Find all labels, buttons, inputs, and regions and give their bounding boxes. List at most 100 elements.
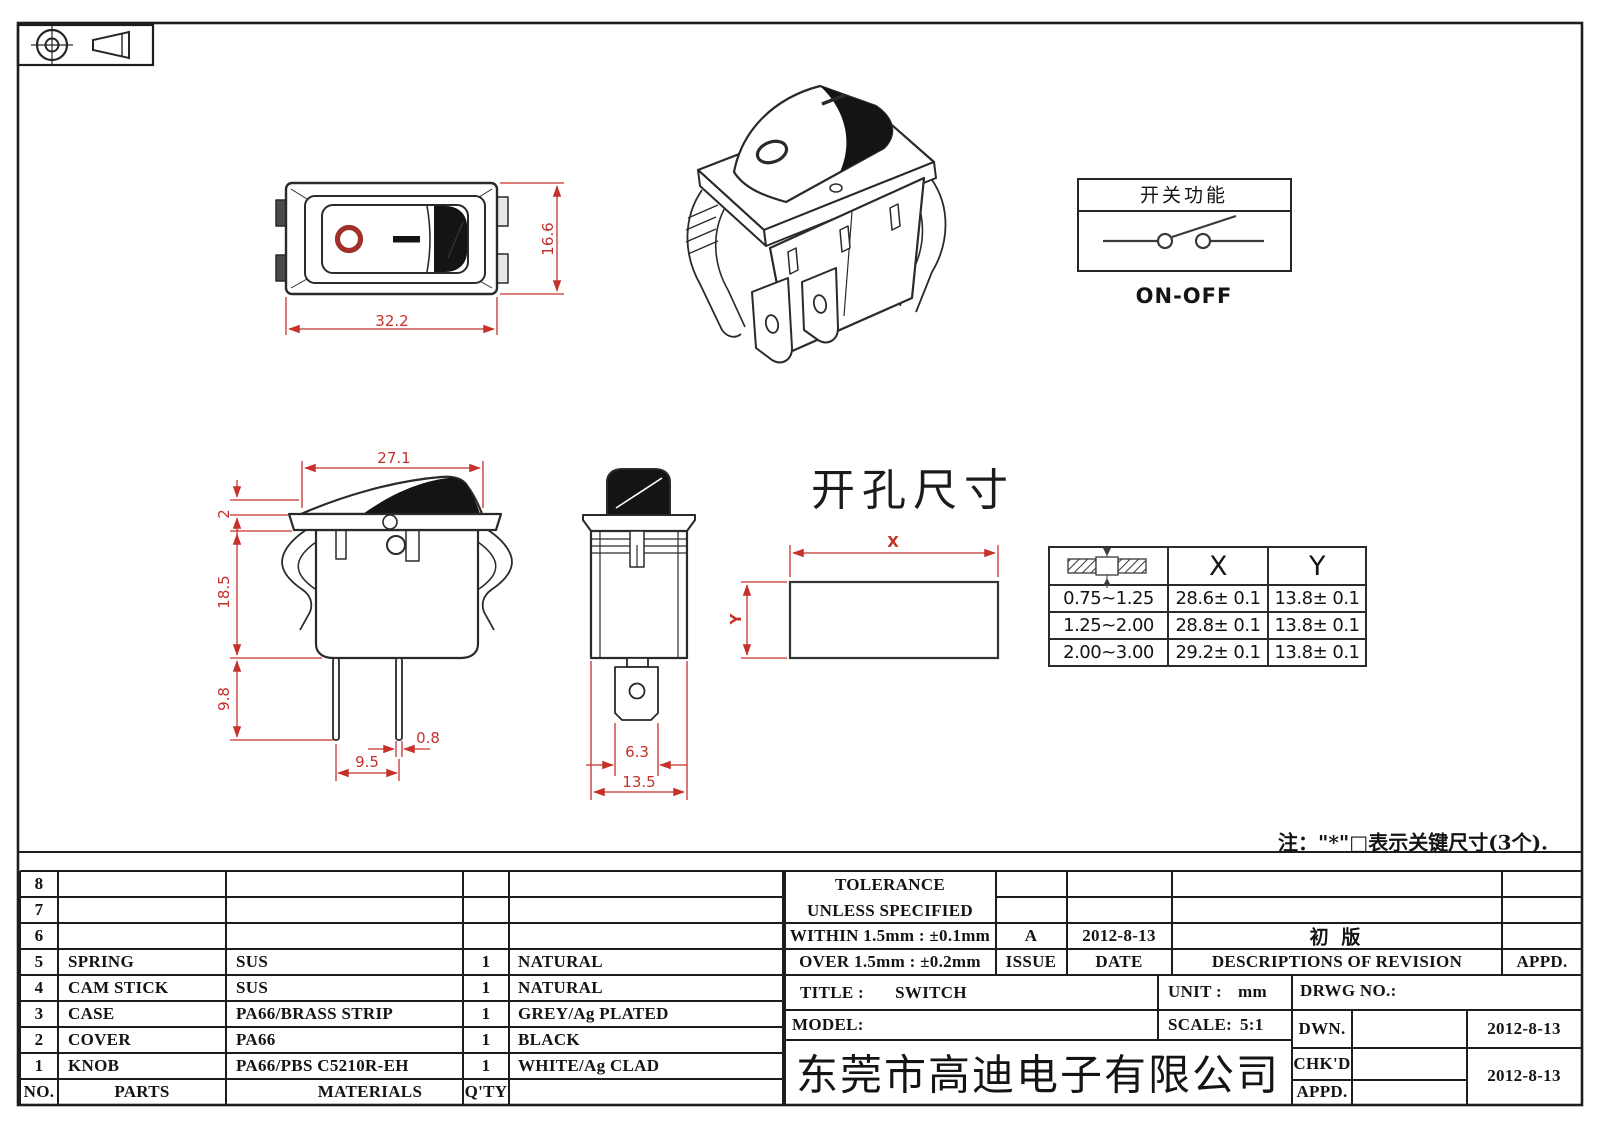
revision-header: DESCRIPTIONS OF REVISION [1211, 952, 1463, 971]
part-no: 4 [34, 978, 44, 997]
dim-label-top-width: 27.1 [377, 449, 411, 467]
title-label: TITLE : [800, 983, 864, 1002]
company-name: 东莞市高迪电子有限公司 [795, 1050, 1281, 1100]
part-no: 7 [34, 900, 44, 919]
part-material: PA66/BRASS STRIP [236, 1004, 394, 1023]
unit-value: mm [1238, 982, 1267, 1001]
part-no: 2 [34, 1030, 44, 1049]
rocker-black-half [434, 206, 467, 272]
part-material: SUS [236, 978, 269, 997]
part-finish: NATURAL [518, 978, 603, 997]
part-finish: NATURAL [518, 952, 603, 971]
y-value: 13.8± 0.1 [1267, 584, 1367, 613]
terminal [751, 277, 793, 364]
tolerance-over: OVER 1.5mm : ±0.2mm [799, 952, 981, 971]
part-material: PA66 [236, 1030, 276, 1049]
part-no: 8 [34, 874, 44, 893]
tolerance-title: TOLERANCE [834, 875, 946, 894]
dim-label-width: 32.2 [375, 312, 409, 330]
dim-label-depth: 18.5 [215, 575, 233, 609]
issue-label: ISSUE [1005, 952, 1057, 971]
on-symbol-dash [393, 236, 420, 243]
issue-value: A [1024, 926, 1038, 945]
part-qty: 1 [481, 978, 491, 997]
tolerance-within: WITHIN 1.5mm : ±0.1mm [789, 926, 991, 945]
part-name: KNOB [68, 1056, 120, 1075]
part-no: 6 [34, 926, 44, 945]
x-value: 29.2± 0.1 [1167, 638, 1269, 667]
pin-terminal [332, 657, 340, 741]
part-qty: 1 [481, 1004, 491, 1023]
front-view-dimensions [285, 182, 564, 335]
dim-label-height: 16.6 [539, 222, 557, 256]
part-material: SUS [236, 952, 269, 971]
thickness-range: 1.25~2.00 [1048, 611, 1169, 640]
perspective-view [685, 84, 947, 364]
rocker-end [606, 468, 671, 516]
end-view [582, 468, 696, 721]
dwn-label: DWN. [1298, 1019, 1346, 1038]
revision-value: 初 版 [1309, 927, 1365, 949]
table-row: X Y [1048, 546, 1367, 586]
dim-label-pin-length: 9.8 [215, 687, 233, 711]
title-value: SWITCH [895, 983, 967, 1002]
cutout-dimension-table: X Y 0.75~1.25 28.6± 0.1 13.8± 0.1 1.25~2… [1048, 546, 1367, 667]
table-row: 2.00~3.00 29.2± 0.1 13.8± 0.1 [1048, 638, 1367, 667]
front-view [275, 181, 509, 296]
model-label: MODEL: [792, 1015, 864, 1034]
part-name: SPRING [68, 952, 135, 971]
y-value: 13.8± 0.1 [1267, 638, 1367, 667]
y-value: 13.8± 0.1 [1267, 611, 1367, 640]
part-finish: WHITE/Ag CLAD [518, 1056, 660, 1075]
cutout-x-label: X [887, 533, 899, 551]
date-value: 2012-8-13 [1082, 926, 1156, 945]
terminal [801, 267, 839, 344]
table-row: 1.25~2.00 28.8± 0.1 13.8± 0.1 [1048, 611, 1367, 640]
thickness-range: 0.75~1.25 [1048, 584, 1169, 613]
thickness-range: 2.00~3.00 [1048, 638, 1169, 667]
tolerance-subtitle: UNLESS SPECIFIED [807, 901, 973, 920]
column-header-y: Y [1267, 546, 1367, 586]
rocker-profile [299, 475, 484, 516]
part-qty: 1 [481, 1030, 491, 1049]
part-no: 1 [34, 1056, 44, 1075]
appd-column-header: APPD. [1516, 952, 1568, 971]
part-no: 3 [34, 1004, 44, 1023]
side-view [281, 475, 513, 741]
cutout-diagram [741, 545, 1000, 660]
part-finish: GREY/Ag PLATED [518, 1004, 669, 1023]
header-materials: MATERIALS [317, 1082, 423, 1101]
unit-label: UNIT : [1168, 982, 1222, 1001]
scale-label: SCALE: [1168, 1015, 1233, 1034]
chkd-label: CHK'D [1293, 1054, 1351, 1073]
side-view-dimensions [230, 461, 484, 781]
off-symbol-ring [334, 224, 364, 254]
key-dimension-note: 注："*"□表示关键尺寸(3个). [1278, 830, 1548, 855]
dim-label-pin-width: 0.8 [416, 729, 440, 747]
part-qty: 1 [481, 952, 491, 971]
projection-symbol-icon [31, 26, 130, 64]
part-qty: 1 [481, 1056, 491, 1075]
header-no: NO. [23, 1082, 55, 1101]
part-no: 5 [34, 952, 44, 971]
dim-label-body-width: 13.5 [622, 773, 656, 791]
dim-label-pin-pitch: 9.5 [355, 753, 379, 771]
part-material: PA66/PBS C5210R-EH [236, 1056, 409, 1075]
column-header-x: X [1167, 546, 1269, 586]
terminal-end [614, 666, 659, 721]
x-value: 28.6± 0.1 [1167, 584, 1269, 613]
scale-value: 5:1 [1240, 1015, 1264, 1034]
function-box-title: 开关功能 [1139, 184, 1229, 207]
rocker [732, 84, 894, 204]
dim-label-lip: 2 [215, 509, 233, 519]
header-qty: Q'TY [464, 1082, 508, 1101]
part-name: CAM STICK [68, 978, 169, 997]
part-name: COVER [68, 1030, 131, 1049]
appd-label: APPD. [1296, 1082, 1348, 1101]
part-finish: BLACK [518, 1030, 580, 1049]
pin-terminal [395, 657, 403, 741]
cutout-title: 开孔尺寸 [811, 465, 1015, 516]
date-label: DATE [1095, 952, 1143, 971]
x-value: 28.8± 0.1 [1167, 611, 1269, 640]
cutout-y-label: Y [727, 613, 745, 625]
